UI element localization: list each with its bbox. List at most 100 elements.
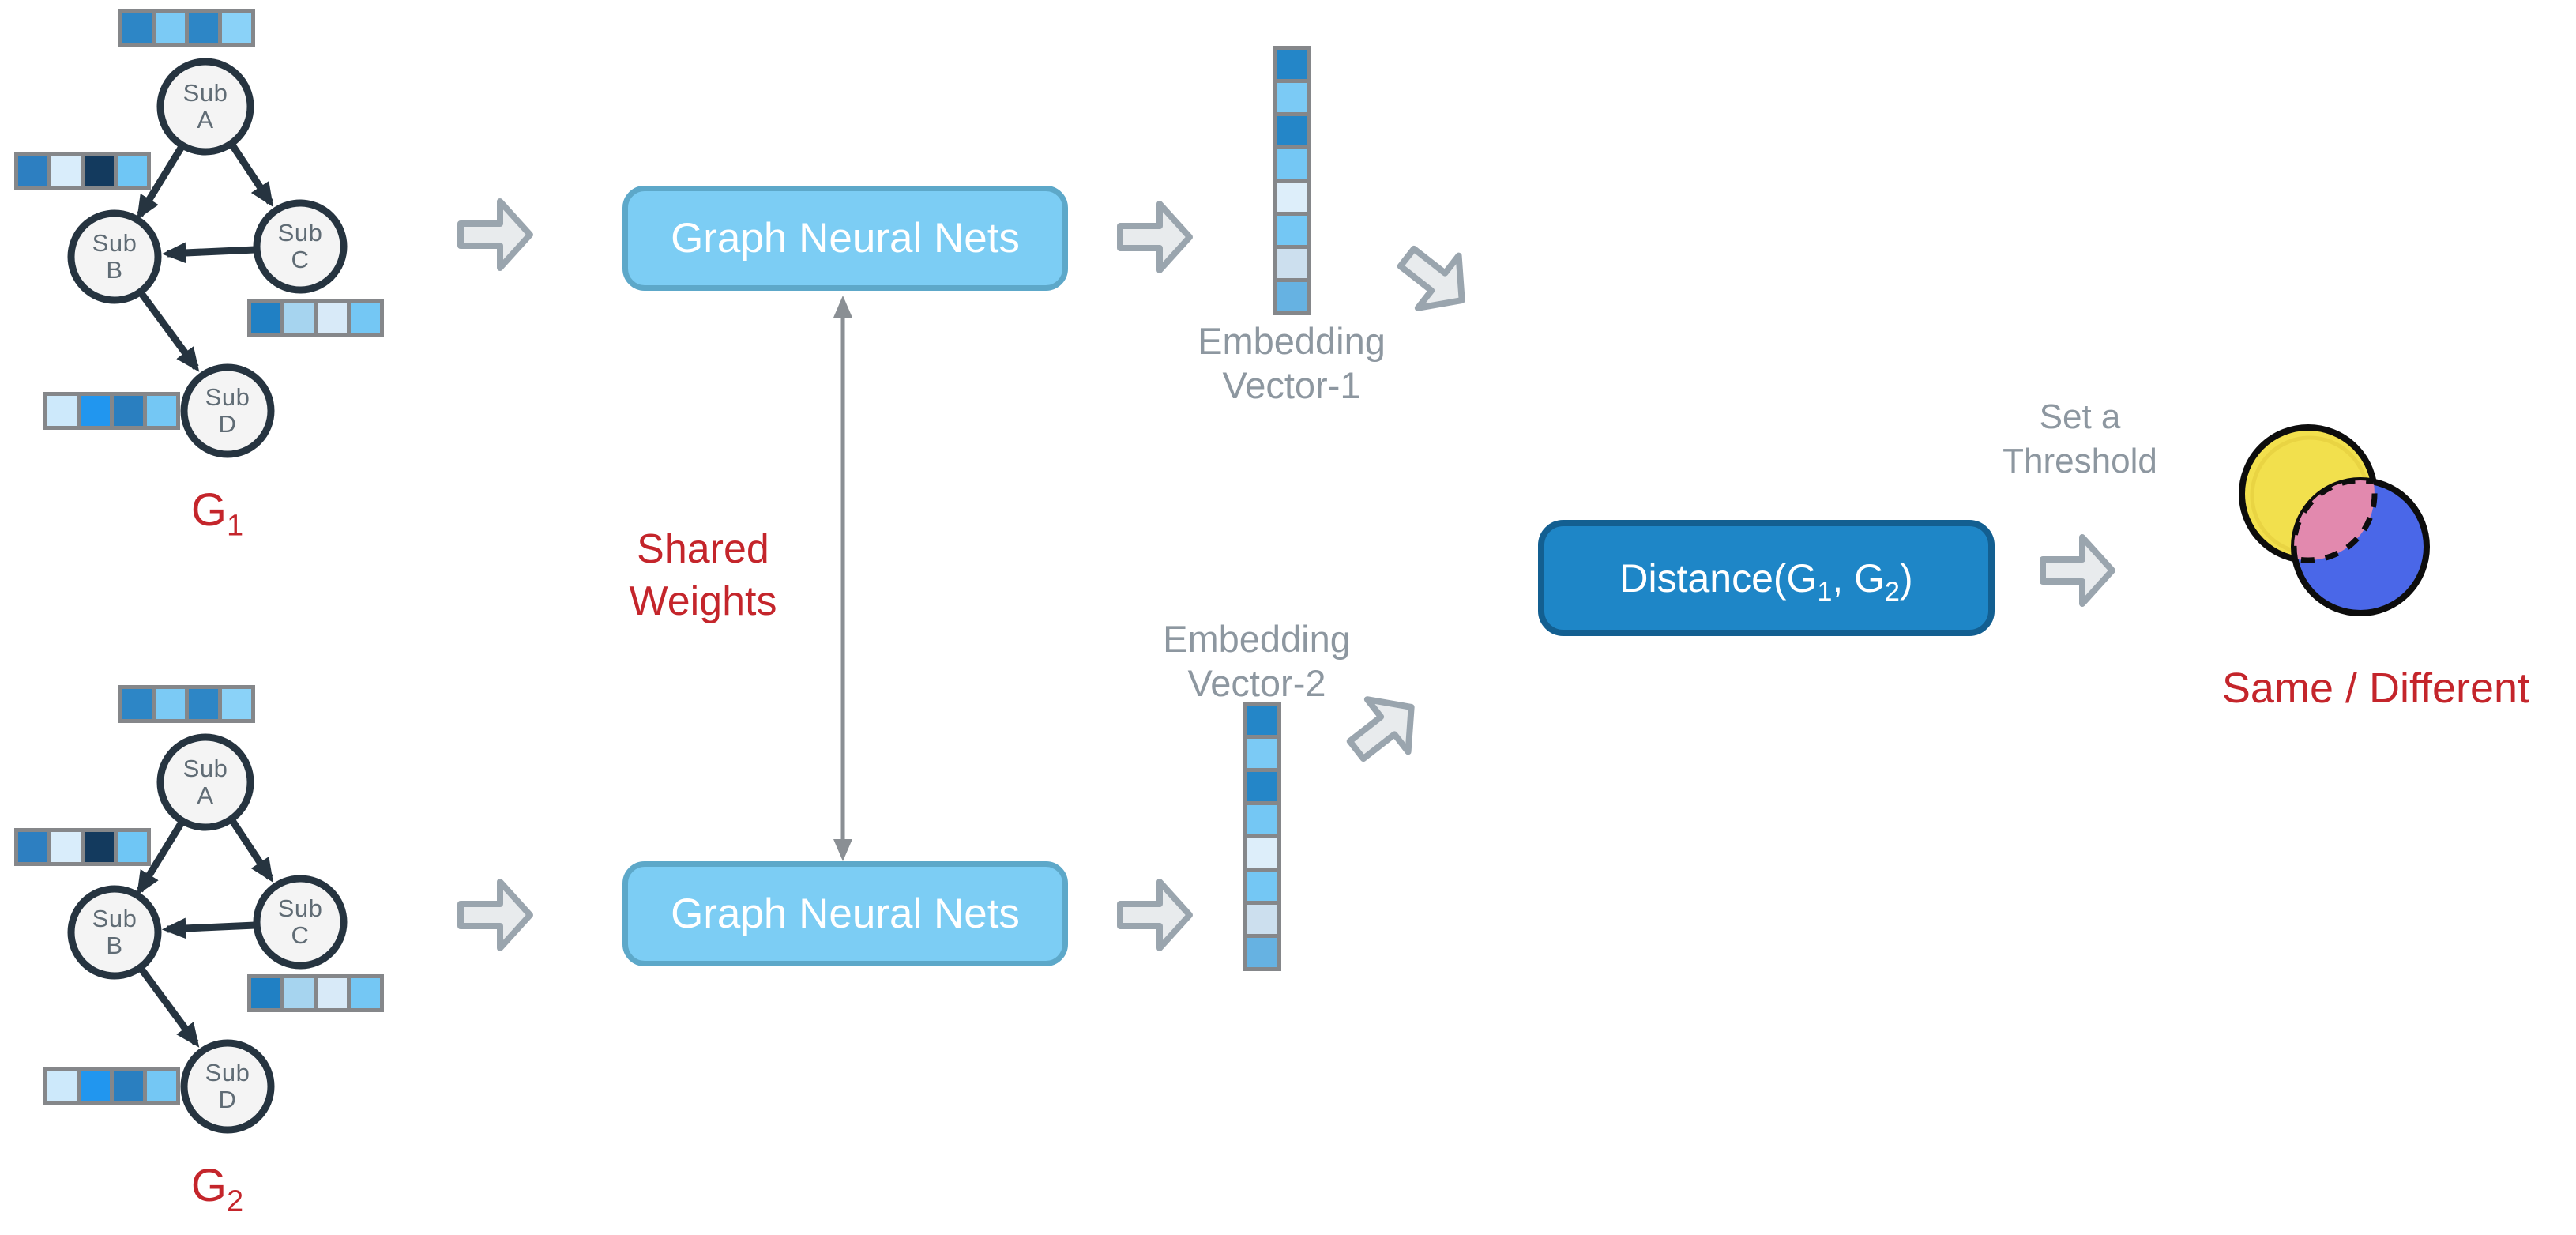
vector-cell: [156, 689, 185, 719]
gnn-box-1: Graph Neural Nets: [622, 186, 1068, 291]
venn-diagram-icon: [2239, 424, 2430, 616]
vector-cell: [222, 13, 251, 43]
feature-vector-a: [118, 685, 255, 723]
vector-cell: [1247, 872, 1277, 901]
vector-cell: [1247, 739, 1277, 768]
graph-node-c: [253, 875, 348, 970]
vector-cell: [1247, 905, 1277, 934]
vector-cell: [1277, 116, 1307, 145]
vector-cell: [114, 396, 143, 426]
flow-arrow-icon: [461, 882, 530, 948]
vector-cell: [122, 689, 152, 719]
vector-cell: [351, 303, 380, 333]
graph-g1-structure: [67, 58, 348, 458]
vector-cell: [1277, 216, 1307, 245]
graph-node-d: [180, 1039, 275, 1134]
gnn-box-1-label: Graph Neural Nets: [671, 215, 1020, 262]
vector-cell: [147, 396, 176, 426]
feature-vector-d: [43, 392, 180, 430]
graph-node-a: [156, 58, 254, 156]
vector-cell: [318, 303, 347, 333]
distance-box: Distance(G1, G2): [1538, 520, 1995, 636]
threshold-label: Set a Threshold: [2003, 397, 2157, 480]
vector-cell: [1277, 50, 1307, 79]
vector-cell: [189, 13, 218, 43]
vector-cell: [1247, 772, 1277, 801]
vector-cell: [18, 832, 47, 862]
vector-cell: [81, 1071, 110, 1101]
vector-cell: [118, 156, 147, 186]
vector-cell: [81, 396, 110, 426]
feature-vector-a: [118, 9, 255, 47]
vector-cell: [1247, 805, 1277, 834]
vector-cell: [189, 689, 218, 719]
edge-c-b: [161, 242, 256, 264]
vector-cell: [251, 303, 280, 333]
vector-cell: [1277, 83, 1307, 112]
graph-label-g2: G2: [190, 1160, 244, 1218]
vector-cell: [85, 832, 114, 862]
vector-cell: [284, 303, 314, 333]
vector-cell: [1277, 149, 1307, 179]
graph-node-c: [253, 199, 348, 294]
vector-cell: [284, 978, 314, 1008]
vector-cell: [47, 396, 77, 426]
vector-cell: [1277, 183, 1307, 212]
embedding-vector-1-label: Embedding Vector-1: [1198, 320, 1386, 406]
edge-a-c: [228, 141, 273, 208]
flow-arrow-icon: [1120, 204, 1190, 270]
graph-node-d: [180, 363, 275, 458]
shared-weights-label: Shared Weights: [629, 526, 777, 624]
shared-weights-arrow-icon: [833, 296, 852, 861]
vector-cell: [318, 978, 347, 1008]
vector-cell: [1277, 249, 1307, 278]
gnn-box-2: Graph Neural Nets: [622, 861, 1068, 966]
vector-cell: [251, 978, 280, 1008]
vector-cell: [222, 689, 251, 719]
graph-node-a: [156, 733, 254, 831]
vector-cell: [351, 978, 380, 1008]
edge-a-b: [137, 143, 186, 220]
flow-arrow-icon: [461, 201, 530, 268]
feature-vector-c: [247, 974, 384, 1012]
vector-cell: [18, 156, 47, 186]
vector-cell: [1247, 706, 1277, 735]
vector-cell: [156, 13, 185, 43]
vector-cell: [85, 156, 114, 186]
vector-cell: [114, 1071, 143, 1101]
vector-cell: [1247, 838, 1277, 868]
feature-vector-d: [43, 1067, 180, 1105]
edge-b-d: [137, 290, 200, 372]
graph-node-b: [67, 885, 162, 980]
flow-arrow-icon: [1120, 882, 1190, 948]
edge-a-c: [228, 817, 273, 883]
feature-vector-b: [14, 828, 151, 866]
embedding-vector-1: [1273, 46, 1311, 315]
edge-b-d: [137, 966, 200, 1048]
result-label: Same / Different: [2221, 665, 2530, 712]
vector-cell: [51, 832, 81, 862]
graph-label-g1: G1: [190, 484, 244, 543]
vector-cell: [47, 1071, 77, 1101]
vector-cell: [122, 13, 152, 43]
vector-cell: [118, 832, 147, 862]
graph-node-b: [67, 209, 162, 304]
flow-arrow-icon: [2043, 537, 2112, 604]
embedding-vector-2: [1243, 702, 1281, 971]
edge-c-b: [161, 917, 256, 939]
vector-cell: [1277, 282, 1307, 311]
vector-cell: [1247, 938, 1277, 967]
vector-cell: [147, 1071, 176, 1101]
